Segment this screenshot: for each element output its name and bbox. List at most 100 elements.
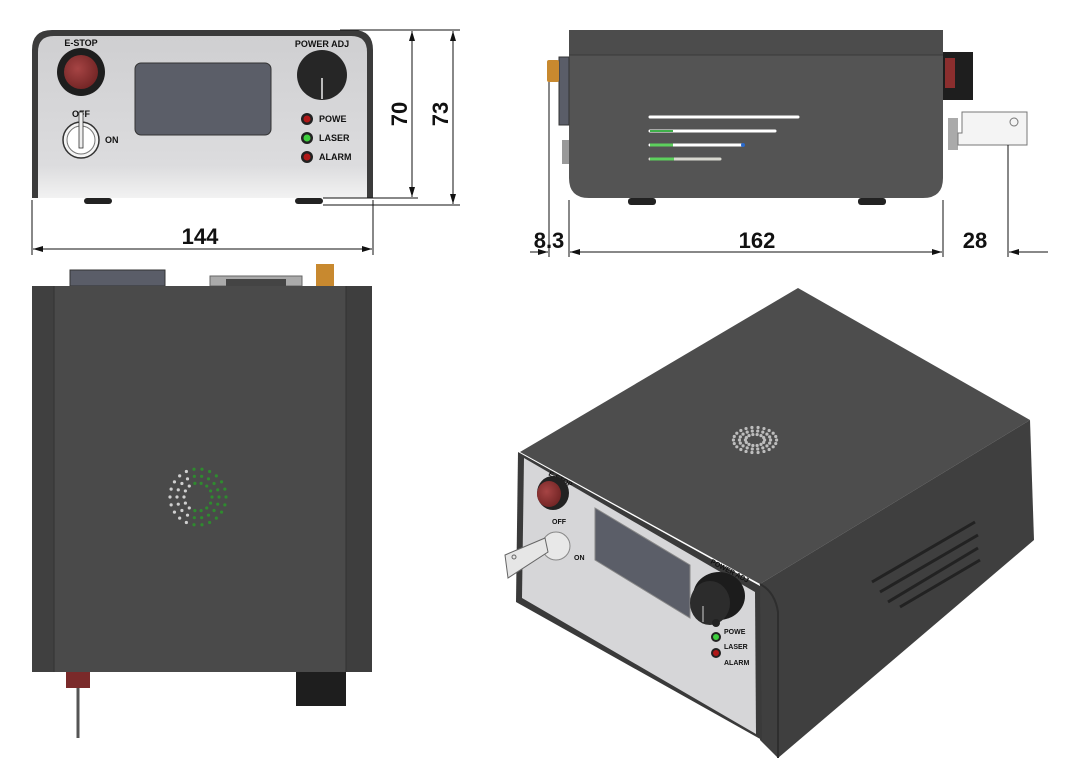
iso-led-label-power: POWE <box>724 629 746 636</box>
vent-hole <box>747 434 751 438</box>
vent-hole <box>761 446 765 450</box>
svg-text:LASER: LASER <box>319 133 350 143</box>
vent-hole <box>745 430 749 434</box>
top-housing <box>32 286 372 672</box>
vent-hole <box>187 506 191 510</box>
vent-hole <box>745 446 749 450</box>
iso-power-adj-knob <box>690 581 730 625</box>
vent-lines <box>648 115 800 161</box>
vent-hole <box>208 469 212 474</box>
vent-hole <box>178 474 182 478</box>
side-view: 8.3 162 28 <box>530 30 1048 257</box>
svg-text:POWE: POWE <box>319 114 347 124</box>
vent-hole <box>216 502 220 506</box>
side-housing <box>569 30 943 198</box>
vent-hole <box>731 438 736 442</box>
dim-connector: 8.3 <box>534 228 565 253</box>
iso-key <box>504 537 549 579</box>
iso-on-label: ON <box>574 555 585 562</box>
vent-hole <box>756 425 760 430</box>
vent-hole <box>762 449 766 454</box>
vent-hole <box>206 513 211 517</box>
iso-estop-button <box>537 481 561 507</box>
vent-hole <box>739 428 743 433</box>
iso-right-face <box>760 420 1034 758</box>
vent-hole <box>744 449 748 454</box>
vent-hole <box>219 480 224 484</box>
iso-off-label: OFF <box>552 519 567 526</box>
vent-hole <box>216 488 220 492</box>
vent-hole <box>767 447 771 452</box>
vent-hole <box>759 442 763 446</box>
foot <box>295 198 323 204</box>
vent-hole <box>200 467 204 471</box>
on-label: ON <box>105 135 119 145</box>
vent-hole <box>741 432 745 436</box>
vent-hole <box>180 481 184 486</box>
iso-front-panel <box>522 458 756 734</box>
vent-hole <box>741 444 745 448</box>
vent-hole <box>192 523 196 527</box>
power-adj-knob <box>297 50 347 100</box>
dim-width: 144 <box>182 224 219 249</box>
dim-key: 28 <box>963 228 987 253</box>
vent-hole <box>172 510 177 514</box>
vent-hole <box>769 438 773 442</box>
vent-circle <box>168 467 228 527</box>
connector-plate <box>558 56 570 126</box>
vent-hole <box>212 481 216 486</box>
vent-hole <box>744 426 748 431</box>
vent-hole <box>214 516 218 520</box>
svg-text:ALARM: ALARM <box>319 152 352 162</box>
vent-hole <box>765 444 769 448</box>
vent-hole <box>208 520 212 525</box>
vent-hole <box>759 434 763 438</box>
vent-hole <box>768 441 772 445</box>
vent-hole <box>185 513 190 517</box>
vent-hole <box>192 516 196 520</box>
vent-hole <box>744 435 748 440</box>
vent-hole <box>747 442 751 446</box>
vent-hole <box>192 474 196 478</box>
vent-hole <box>738 441 742 445</box>
vent-hole <box>176 488 180 492</box>
estop-button <box>64 55 98 89</box>
vent-hole <box>762 435 766 440</box>
vent-hole <box>200 474 204 478</box>
vent-hole <box>172 480 177 484</box>
vent-hole <box>767 428 771 433</box>
side-dimensions: 8.3 162 28 <box>530 82 1048 257</box>
vent-hole <box>193 509 197 513</box>
vent-hole <box>176 502 180 506</box>
vent-hole <box>223 503 227 507</box>
vent-hole <box>199 509 203 513</box>
vent-hole <box>756 429 760 433</box>
vent-hole <box>205 506 209 510</box>
vent-hole <box>771 431 775 435</box>
estop-side <box>945 58 955 88</box>
vent-hole <box>768 435 772 439</box>
brass-connector-top <box>316 264 334 286</box>
key-switch-side <box>948 118 958 150</box>
vent-hole <box>209 489 213 493</box>
vent-hole <box>183 489 187 493</box>
dim-height-body: 70 <box>387 102 412 126</box>
display-screen <box>134 62 272 136</box>
led-power: POWE <box>301 113 347 125</box>
vent-hole <box>744 440 748 445</box>
iso-led-alarm <box>713 650 719 656</box>
vent-hole <box>775 438 779 442</box>
vent-hole <box>774 441 778 446</box>
iso-led-laser <box>713 634 719 640</box>
vent-hole <box>762 426 766 431</box>
vent-hole <box>735 445 739 449</box>
vent-hole <box>185 477 190 481</box>
vent-hole <box>743 438 748 442</box>
iso-vent-slots <box>871 520 981 609</box>
vent-hole <box>774 434 778 439</box>
iso-led-label-alarm: ALARM <box>724 660 749 667</box>
iso-view: E-STOP OFF ON POWER ADJ POWE LASER ALARM <box>504 288 1034 758</box>
vent-hole <box>206 477 211 481</box>
vent-hole <box>193 481 197 485</box>
led-alarm: ALARM <box>301 151 352 163</box>
